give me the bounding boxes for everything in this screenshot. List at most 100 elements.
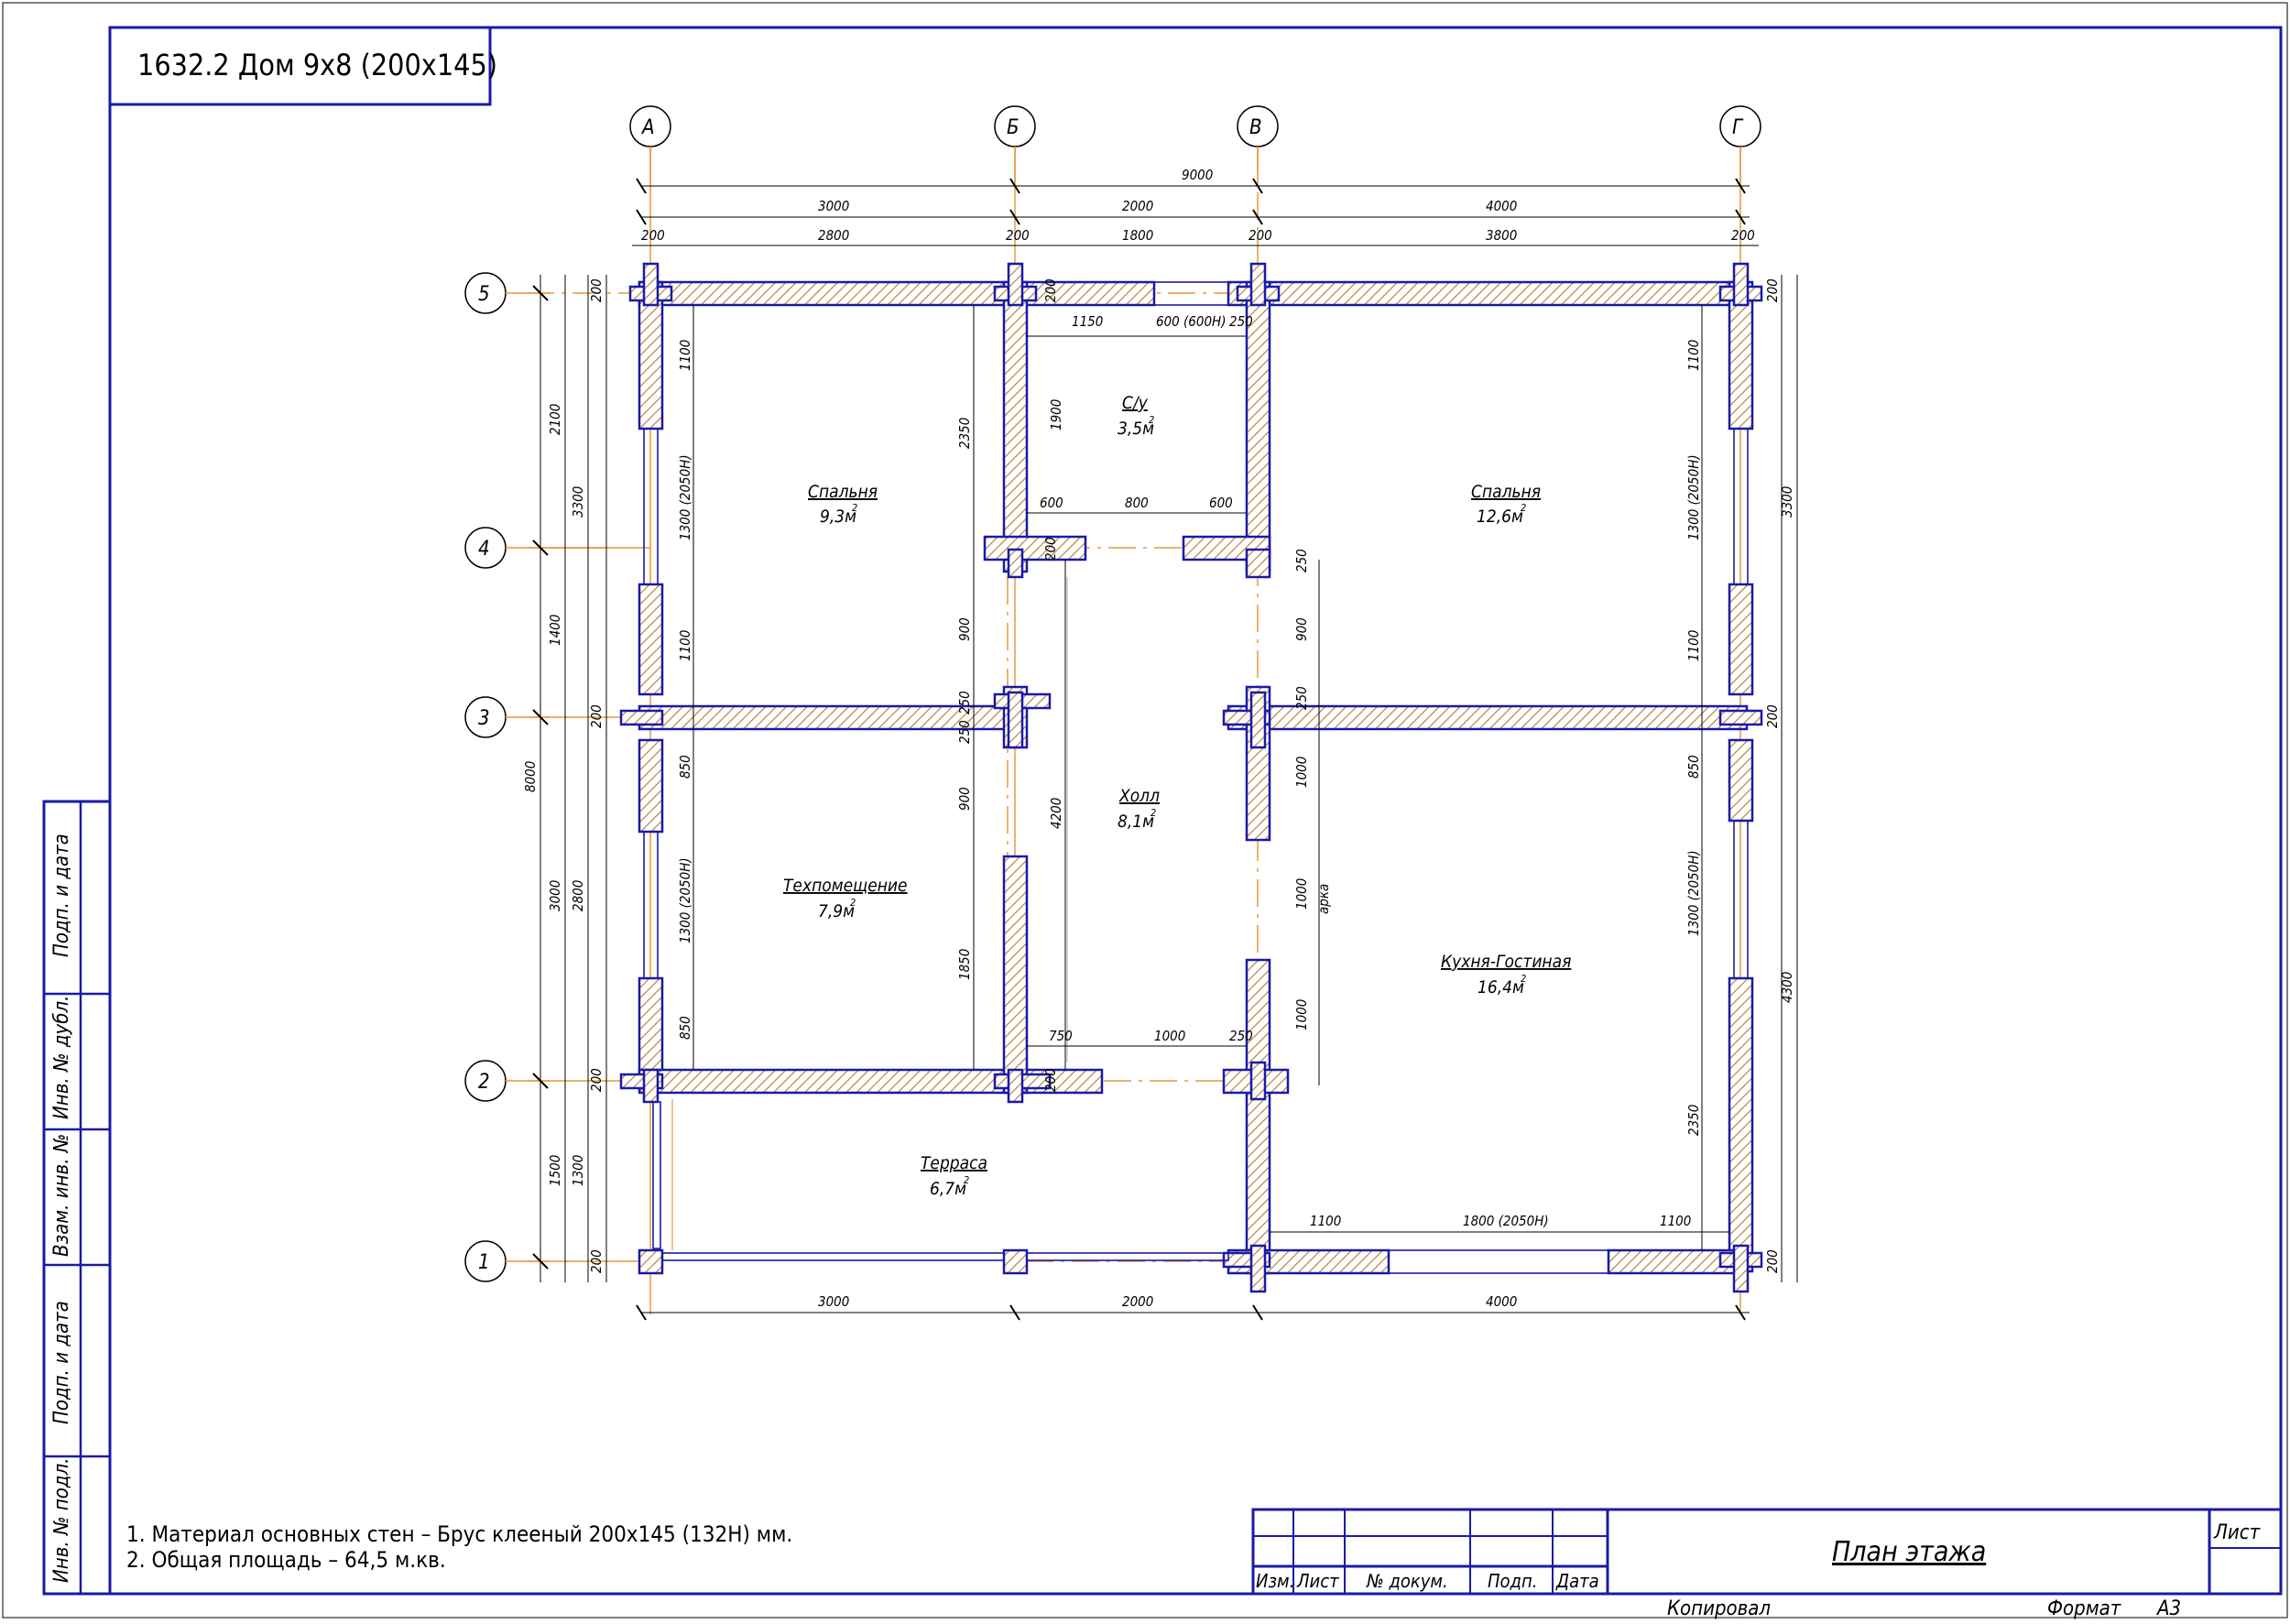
sheet-label: Лист: [2213, 1521, 2262, 1544]
dim-opening: 1100: [677, 340, 693, 371]
dim-right-inner: 200: [1764, 704, 1781, 728]
dim-wall-b-small: 250: [956, 691, 973, 714]
dim-left-outer: 2100: [547, 404, 563, 435]
dim-inner: 200: [1249, 227, 1272, 244]
dim-opening: 850: [1685, 755, 1702, 779]
dim-opening: 600: [1040, 495, 1063, 511]
dim-axis-span: 3000: [818, 198, 849, 214]
side-stamp: Подп. и дата Инв. № дубл. Взам. инв. № П…: [42, 800, 112, 1596]
project-title: 1632.2 Дом 9х8 (200х145): [137, 48, 497, 82]
floor-plan: А Б В Г 5 4 3 2 1: [464, 105, 1798, 1321]
walls: [619, 262, 1763, 1293]
tb-col-label: Лист: [1296, 1570, 1339, 1592]
dim-axis-span-bottom: 4000: [1486, 1293, 1517, 1310]
dim-opening: 800: [1125, 495, 1149, 511]
room-name: Техпомещение: [783, 876, 908, 896]
area-superscript: 2: [852, 502, 857, 514]
title-block: Изм. Лист № докум. Подп. Дата План этажа…: [1251, 1508, 2283, 1620]
dim-wall-b-small: 200: [1042, 537, 1059, 561]
dim-wall-b: 900: [956, 787, 973, 811]
room-name: Терраса: [921, 1153, 987, 1173]
dim-left-inner: 200: [588, 1249, 605, 1273]
stamp-label: Подп. и дата: [50, 1301, 73, 1424]
dim-opening: 1300 (2050Н): [677, 857, 693, 943]
area-superscript: 2: [1521, 973, 1526, 985]
stamp-label: Подп. и дата: [50, 834, 73, 957]
dim-opening: 600: [1209, 495, 1233, 511]
drawing-frame: [108, 26, 2283, 1596]
dim-hall-left: 4200: [1048, 798, 1064, 829]
dim-left-mid: 1300: [570, 1155, 586, 1186]
axis-label-row: 2: [478, 1071, 490, 1094]
room-area: 12,6м: [1477, 507, 1523, 527]
room-area: 6,7м: [930, 1179, 966, 1199]
axis-label-row: 5: [478, 283, 490, 306]
axis-label-row: 4: [478, 538, 490, 561]
dim-wall-b: 900: [956, 617, 973, 641]
dimension-lines: [532, 178, 1798, 1321]
dim-opening: 1300 (2050Н): [677, 454, 693, 540]
dim-inner: 2800: [818, 227, 849, 244]
dim-opening: 1100: [1685, 340, 1702, 371]
dim-opening: 600 (600Н): [1156, 313, 1226, 330]
axis-label-col: В: [1249, 116, 1262, 139]
axis-label-col: А: [640, 116, 655, 139]
dim-opening: 1150: [1072, 313, 1103, 330]
dim-left-outer: 1500: [547, 1155, 563, 1186]
project-title-box: [108, 26, 492, 106]
axis-label-col: Б: [1007, 116, 1020, 139]
dim-inner: 200: [1731, 227, 1755, 244]
dim-opening: 850: [677, 755, 693, 779]
dim-opening: 750: [1049, 1028, 1073, 1044]
dim-total-width: 9000: [1182, 167, 1213, 183]
area-superscript: 2: [1521, 502, 1526, 514]
dim-left-mid: 3300: [570, 486, 586, 518]
tb-col-label: Подп.: [1488, 1570, 1537, 1592]
dim-opening: 1100: [677, 630, 693, 661]
sheet-title: План этажа: [1832, 1536, 1986, 1568]
dim-left-mid: 2800: [570, 880, 586, 911]
format-value: А3: [2155, 1597, 2181, 1620]
dim-opening: 1300 (2050Н): [1685, 454, 1702, 540]
dim-wall-v: 1000: [1293, 878, 1310, 910]
dim-wall-b: 2350: [956, 418, 973, 449]
dim-opening: 1100: [1660, 1213, 1691, 1229]
room-area: 7,9м: [818, 901, 855, 921]
note-line: 2. Общая площадь – 64,5 м.кв.: [126, 1547, 446, 1573]
copied-label: Копировал: [1667, 1597, 1771, 1620]
dim-left-inner: 200: [588, 1068, 605, 1092]
dim-inner: 3800: [1486, 227, 1517, 244]
dim-wall-v: 250: [1293, 686, 1310, 710]
area-superscript: 2: [1150, 807, 1156, 819]
axis-lead-lines: [506, 147, 1741, 1262]
axis-lines: [527, 147, 1741, 1314]
dim-wall-v: 1000: [1293, 999, 1310, 1030]
dim-wall-b: 1850: [956, 949, 973, 980]
room-name: Спальня: [1471, 482, 1541, 502]
dim-opening: 1000: [1154, 1028, 1185, 1044]
tb-col-label: Дата: [1555, 1570, 1599, 1592]
dim-axis-span: 4000: [1486, 198, 1517, 214]
dim-opening: 1100: [1310, 1213, 1341, 1229]
area-superscript: 2: [1149, 414, 1154, 426]
dim-opening: 250: [1229, 313, 1253, 330]
room-name: Холл: [1118, 786, 1160, 806]
room-name: Спальня: [808, 482, 878, 502]
dim-wall-b-small: 200: [1042, 278, 1059, 302]
room-name: Кухня-Гостиная: [1441, 952, 1571, 972]
dim-wall-b-small: 200: [1042, 1068, 1059, 1092]
dim-inner: 200: [1006, 227, 1030, 244]
dim-inner: 1800: [1122, 227, 1153, 244]
dim-opening: 850: [677, 1016, 693, 1040]
dim-wc-height: 1900: [1048, 399, 1064, 431]
dim-opening: 1800 (2050Н): [1463, 1213, 1549, 1229]
openings: [643, 281, 1749, 1274]
dim-opening: 1300 (2050Н): [1685, 850, 1702, 936]
dim-left-outer: 1400: [547, 615, 563, 646]
note-line: 1. Материал основных стен – Брус клееный…: [126, 1521, 792, 1547]
dim-opening: 1100: [1685, 630, 1702, 661]
format-label: Формат: [2047, 1597, 2122, 1620]
dim-opening: 2350: [1685, 1105, 1702, 1136]
